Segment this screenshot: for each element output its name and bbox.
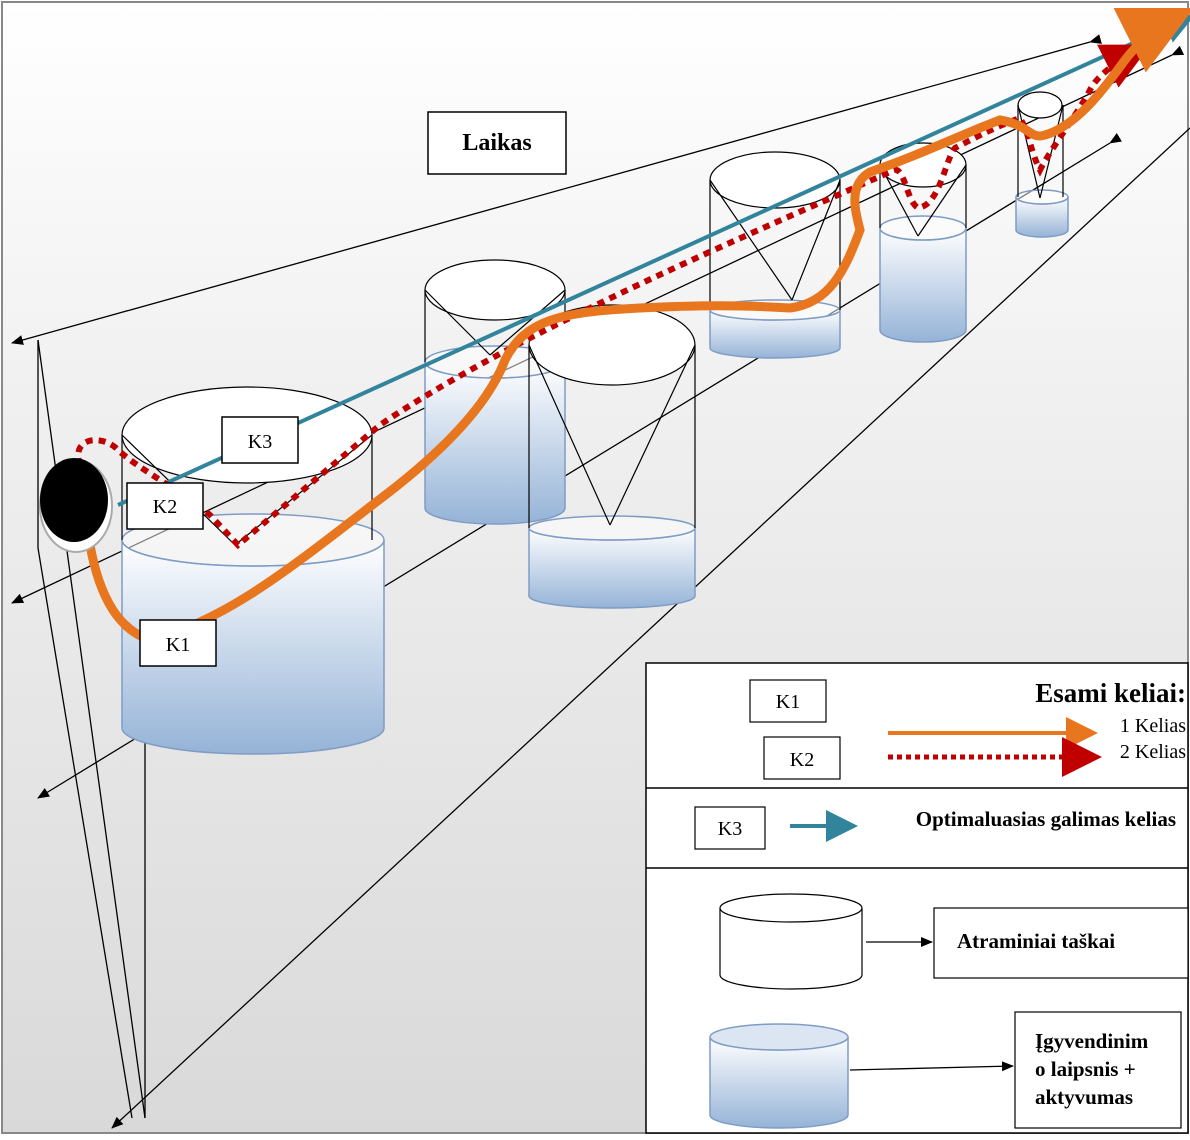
time-label-box: Laikas (427, 111, 567, 175)
legend-path1-label: 1 Kelias (1120, 715, 1186, 737)
legend-k1-box (749, 679, 827, 723)
legend-k1-label: K1 (776, 691, 800, 713)
time-label: Laikas (462, 130, 531, 156)
legend-impl-line2: o laipsnis + (1035, 1057, 1136, 1081)
cylinder-middle-2 (528, 304, 696, 609)
legend-k2-label: K2 (790, 749, 814, 771)
legend-optimal-label: Optimaluasias galimas kelias (916, 807, 1176, 831)
legend-impl-line3: aktyvumas (1035, 1085, 1133, 1109)
legend-k3-label: K3 (718, 818, 742, 840)
k2-label: K2 (153, 496, 177, 518)
k3-label: K3 (248, 431, 272, 453)
legend-impl-line1: Įgyvendinim (1035, 1029, 1149, 1053)
legend-k2-box (763, 736, 841, 780)
path-1-line (85, 7, 1190, 645)
legend-path2-label: 2 Kelias (1120, 741, 1186, 763)
cylinder-middle-1 (424, 259, 566, 525)
legend: K1 K2 Esami keliai: 1 Kelias 2 Kelias K3… (645, 662, 1189, 1134)
cylinder-far-3 (1015, 91, 1069, 238)
legend-impl-box (1014, 1011, 1182, 1129)
legend-impl-arrow (849, 1061, 1014, 1072)
legend-support-label: Atraminiai taškai (957, 929, 1115, 953)
k3-label-box: K3 (221, 416, 299, 464)
legend-k3-box (694, 806, 766, 850)
legend-existing-title: Esami keliai: (1035, 678, 1186, 708)
k2-label-box: K2 (126, 482, 204, 530)
legend-filled-cylinder (709, 1023, 849, 1129)
cylinder-far-2 (879, 142, 967, 343)
legend-empty-cylinder (719, 893, 863, 990)
start-point (39, 458, 113, 553)
k1-label-box: K1 (139, 619, 217, 667)
k1-label: K1 (166, 634, 190, 656)
legend-support-box (933, 907, 1189, 979)
